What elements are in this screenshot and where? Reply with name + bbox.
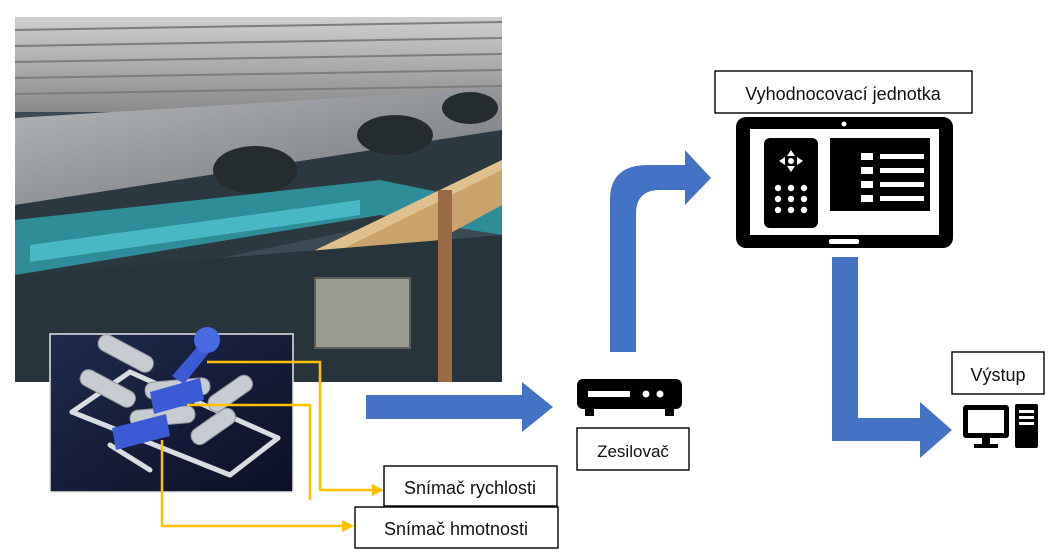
output-label-box: Výstup [951, 351, 1045, 395]
arrow-to-amplifier [366, 382, 553, 432]
amplifier-device-icon [577, 379, 682, 416]
weight-sensor-line-a [187, 403, 312, 500]
tablet-icon [736, 117, 953, 248]
evaluation-unit-label-box: Vyhodnocovací jednotka [714, 70, 973, 114]
speed-sensor-line [207, 360, 372, 492]
conveyor-idler-3d-model [49, 327, 294, 493]
flow-arrows [366, 150, 952, 458]
weight-sensor-label-box: Snímač hmotnosti [354, 506, 559, 549]
arrow-to-evaluation-unit [610, 150, 711, 352]
weight-sensor-line-b [160, 440, 342, 528]
amplifier-label-box: Zesilovač [576, 427, 690, 471]
speed-sensor-label-box: Snímač rychlosti [383, 465, 558, 507]
sensor-connector-lines [160, 360, 384, 532]
amplifier-label: Zesilovač [597, 442, 669, 461]
evaluation-unit-label: Vyhodnocovací jednotka [745, 84, 941, 104]
speed-sensor-label: Snímač rychlosti [404, 478, 536, 498]
conveyor-belt-photo [14, 17, 503, 382]
arrow-to-output [832, 257, 952, 458]
output-label: Výstup [970, 365, 1025, 385]
weight-sensor-label: Snímač hmotnosti [384, 519, 528, 539]
weight-sensor-arrowhead [342, 520, 354, 532]
computer-icon [963, 404, 1038, 448]
speed-sensor-arrowhead [372, 484, 384, 496]
